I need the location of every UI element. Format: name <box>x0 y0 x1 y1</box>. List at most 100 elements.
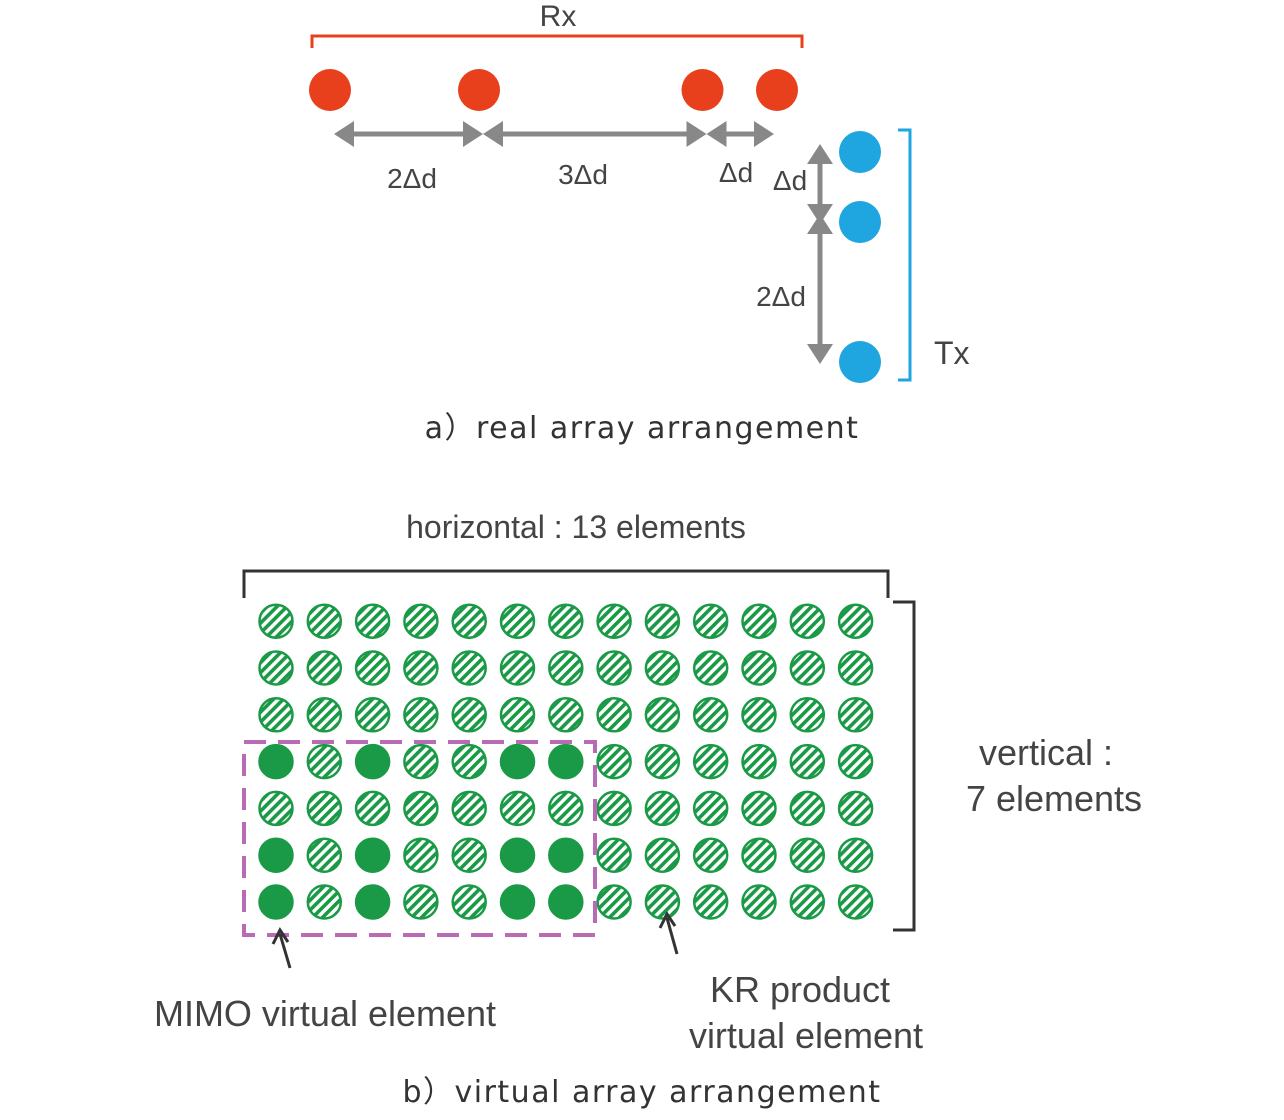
kr-element-c1-r7 <box>258 603 294 639</box>
mimo-element-c1-r4 <box>258 743 294 780</box>
kr-element-c9-r4 <box>644 743 681 780</box>
kr-element-c5-r4 <box>451 743 487 780</box>
tx-bracket <box>898 128 912 382</box>
tx-spacing-arrow-2 <box>807 214 833 364</box>
kr-element-c12-r4 <box>789 743 826 780</box>
kr-element-c10-r7 <box>692 603 729 639</box>
kr-element-c10-r4 <box>692 743 729 780</box>
kr-element-c12-r2 <box>789 837 826 873</box>
kr-element-c13-r6 <box>837 650 874 686</box>
kr-label-line-1: KR product <box>710 969 890 1010</box>
rx-spacing-arrow-1 <box>334 121 483 147</box>
horizontal-label: horizontal : 13 elements <box>406 509 746 545</box>
kr-label-line-2: virtual element <box>689 1015 923 1056</box>
kr-element-c11-r3 <box>741 790 777 827</box>
tx-spacing-label-2: 2Δd <box>756 281 806 312</box>
kr-element-c3-r3 <box>354 790 391 827</box>
kr-element-c13-r2 <box>837 837 874 873</box>
rx-element-2 <box>458 69 500 111</box>
kr-element-c2-r2 <box>306 837 343 873</box>
kr-element-c11-r4 <box>741 743 777 780</box>
mimo-element-c7-r2 <box>548 837 584 873</box>
kr-element-c8-r3 <box>596 790 632 827</box>
kr-element-c5-r3 <box>451 790 487 827</box>
kr-element-c2-r6 <box>306 650 343 686</box>
kr-element-c1-r6 <box>258 650 294 686</box>
kr-element-c11-r6 <box>741 650 777 686</box>
kr-element-c10-r5 <box>692 697 729 733</box>
mimo-element-c7-r4 <box>548 743 584 780</box>
mimo-element-c3-r2 <box>354 837 391 873</box>
kr-element-c7-r6 <box>548 650 584 686</box>
rx-spacing-label-1: 2Δd <box>387 163 437 194</box>
mimo-element-c3-r4 <box>354 743 391 780</box>
rx-elements <box>309 69 798 111</box>
kr-element-c6-r7 <box>499 603 536 639</box>
kr-element-c2-r5 <box>306 697 343 733</box>
kr-element-c11-r5 <box>741 697 777 733</box>
kr-element-c10-r3 <box>692 790 729 827</box>
kr-element-c3-r6 <box>354 650 391 686</box>
mimo-pointer-arrow <box>271 927 292 969</box>
kr-element-c9-r2 <box>644 837 681 873</box>
kr-element-c13-r4 <box>837 743 874 780</box>
rx-spacing-arrow-2 <box>483 121 707 147</box>
kr-element-c13-r1 <box>837 884 874 920</box>
kr-element-c11-r1 <box>741 884 777 920</box>
vertical-bracket <box>893 600 916 932</box>
kr-element-c10-r6 <box>692 650 729 686</box>
mimo-element-c3-r1 <box>354 884 391 920</box>
vertical-label-line-1: vertical : <box>979 732 1113 773</box>
kr-element-c1-r3 <box>258 790 294 827</box>
mimo-element-c6-r2 <box>499 837 536 873</box>
caption-a: a）real array arrangement <box>425 411 860 446</box>
kr-element-c7-r7 <box>548 603 584 639</box>
kr-element-c12-r1 <box>789 884 826 920</box>
tx-spacing-arrow-1 <box>807 144 833 224</box>
tx-spacing-arrows <box>807 144 833 364</box>
rx-element-1 <box>309 69 351 111</box>
kr-element-c11-r2 <box>741 837 777 873</box>
kr-element-c5-r7 <box>451 603 487 639</box>
kr-element-c8-r7 <box>596 603 632 639</box>
kr-element-c8-r4 <box>596 743 632 780</box>
kr-element-c5-r2 <box>451 837 487 873</box>
tx-element-2 <box>839 201 881 243</box>
horizontal-bracket <box>242 569 890 598</box>
kr-element-c3-r7 <box>354 603 391 639</box>
kr-element-c6-r6 <box>499 650 536 686</box>
kr-element-c10-r2 <box>692 837 729 873</box>
kr-element-c8-r6 <box>596 650 632 686</box>
vertical-label-line-2: 7 elements <box>966 778 1142 819</box>
tx-elements <box>839 131 881 383</box>
rx-element-3 <box>681 69 724 111</box>
real-array-section: Rx 2Δd 3Δd Δd Δd 2Δd Tx a）real array arr… <box>309 0 970 446</box>
kr-element-c2-r4 <box>306 743 343 780</box>
kr-element-c4-r3 <box>403 790 439 827</box>
kr-element-c8-r2 <box>596 837 632 873</box>
tx-element-1 <box>839 131 881 173</box>
kr-element-c9-r6 <box>644 650 681 686</box>
kr-element-c4-r6 <box>403 650 439 686</box>
kr-element-c4-r1 <box>403 884 439 920</box>
kr-element-c6-r3 <box>499 790 536 827</box>
kr-element-c8-r1 <box>596 884 632 920</box>
kr-element-c2-r3 <box>306 790 343 827</box>
mimo-element-c6-r4 <box>499 743 536 780</box>
kr-element-c5-r5 <box>451 697 487 733</box>
kr-element-c13-r7 <box>837 603 874 639</box>
kr-element-c6-r5 <box>499 697 536 733</box>
kr-element-c9-r3 <box>644 790 681 827</box>
caption-b: b）virtual array arrangement <box>402 1075 881 1110</box>
tx-label: Tx <box>934 335 970 371</box>
mimo-element-c1-r1 <box>258 884 294 920</box>
kr-element-c7-r3 <box>548 790 584 827</box>
rx-spacing-arrows <box>334 121 774 147</box>
virtual-element-grid <box>258 603 874 920</box>
rx-spacing-arrow-3 <box>706 121 774 147</box>
kr-element-c8-r5 <box>596 697 632 733</box>
tx-spacing-label-1: Δd <box>773 165 807 196</box>
kr-element-c4-r2 <box>403 837 439 873</box>
rx-spacing-label-3: Δd <box>719 157 753 188</box>
